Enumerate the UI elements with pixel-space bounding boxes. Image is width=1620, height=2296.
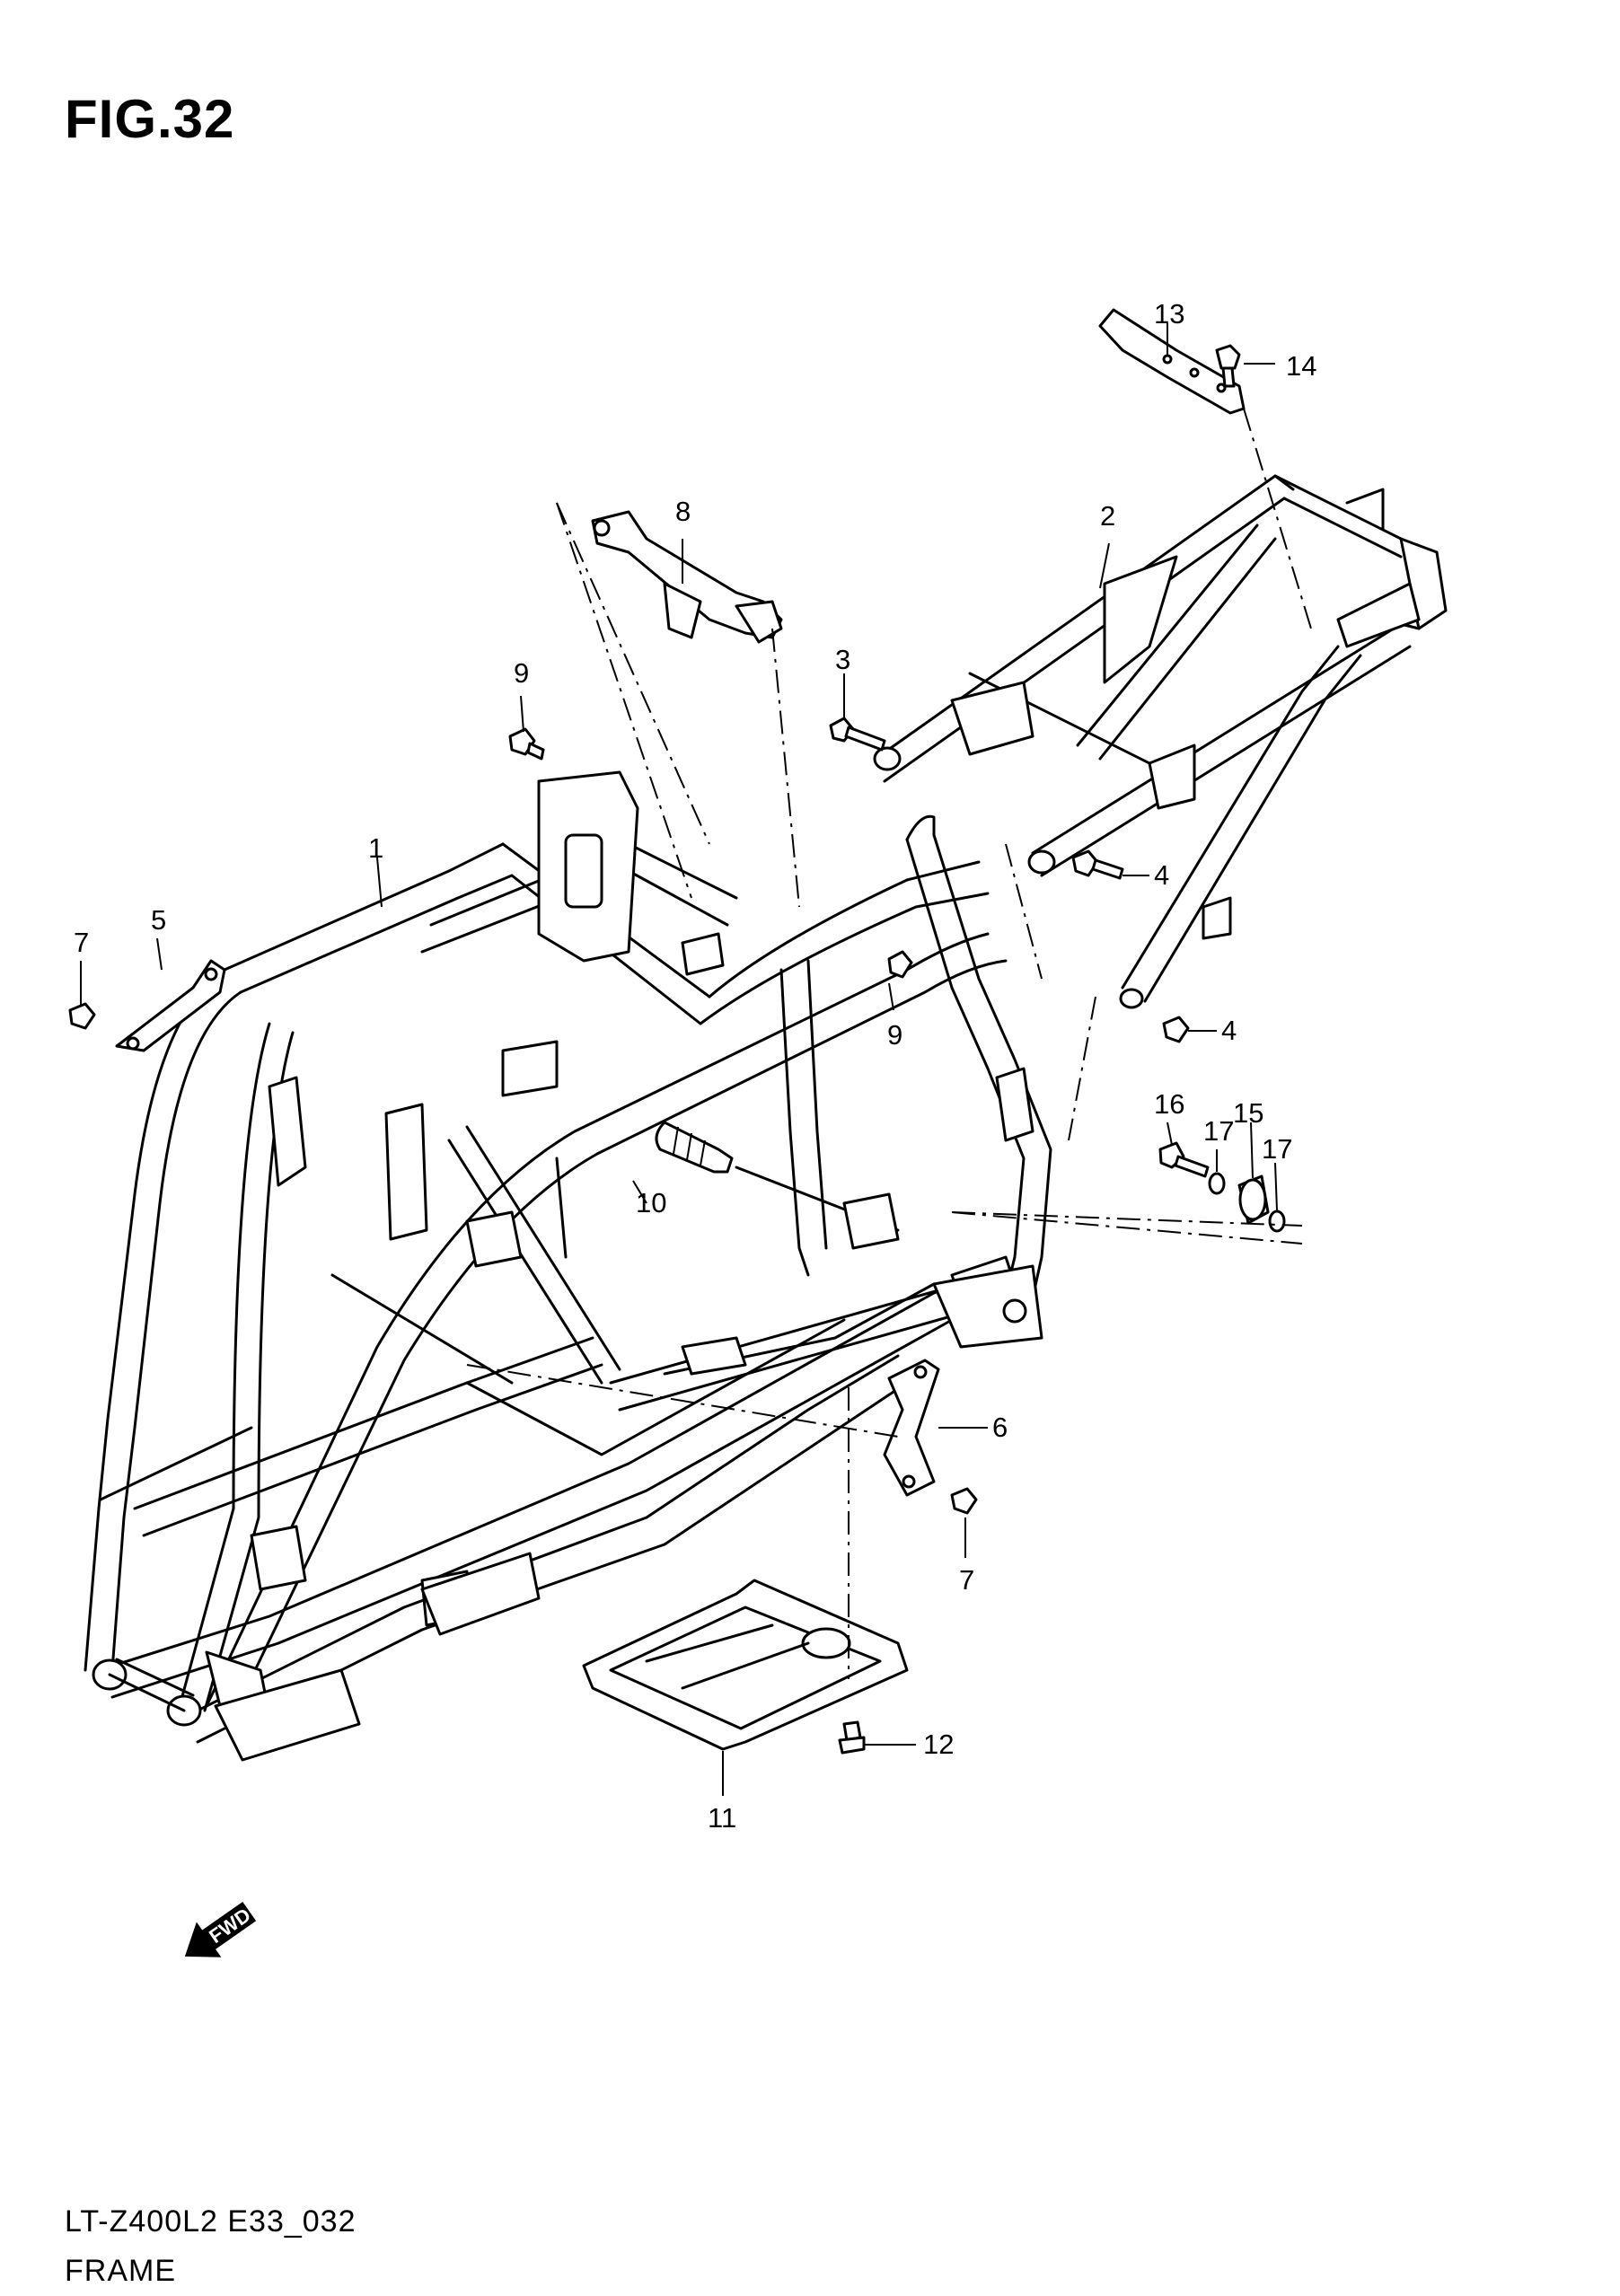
part-12-bolt	[838, 1720, 866, 1755]
callout-3: 3	[835, 644, 850, 675]
callout-14: 14	[1286, 350, 1316, 382]
callout-16: 16	[1154, 1088, 1184, 1120]
part-17-washer-left	[1208, 1172, 1226, 1195]
part-14-bolt	[1215, 344, 1241, 388]
part-3-bolt	[829, 717, 886, 752]
part-8-bracket	[591, 510, 783, 644]
figure-title: FIG.32	[65, 89, 235, 149]
part-9-bolt-upper	[508, 727, 545, 761]
part-7-bolt-right	[950, 1487, 978, 1515]
callout-10: 10	[636, 1187, 666, 1218]
callout-4-upper: 4	[1154, 859, 1169, 891]
callout-8: 8	[675, 496, 691, 527]
rear-subframe	[873, 474, 1448, 1009]
model-code: LT-Z400L2 E33_032	[65, 2204, 357, 2239]
main-frame	[84, 770, 1052, 1762]
callout-12: 12	[923, 1729, 954, 1760]
section-name: FRAME	[65, 2254, 176, 2288]
callout-11: 11	[708, 1802, 736, 1834]
callout-15: 15	[1233, 1097, 1263, 1129]
part-17-washer-right	[1268, 1210, 1286, 1233]
part-15-bushing	[1237, 1174, 1270, 1225]
callout-4-lower: 4	[1221, 1015, 1237, 1046]
callout-17-right: 17	[1262, 1133, 1292, 1165]
callout-9-lower: 9	[887, 1019, 902, 1051]
part-7-bolt-left	[68, 1002, 96, 1030]
callout-17-left: 17	[1203, 1115, 1234, 1147]
part-9-bolt-lower	[887, 950, 913, 979]
callout-7-right: 7	[959, 1564, 974, 1596]
part-10-rubber	[655, 1121, 734, 1174]
callout-1: 1	[368, 832, 383, 864]
callout-13: 13	[1154, 298, 1184, 330]
part-4-bolt-upper	[1071, 849, 1124, 880]
callout-9-upper: 9	[514, 657, 529, 689]
part-5-bracket	[115, 959, 226, 1052]
part-6-bracket	[883, 1359, 940, 1497]
part-16-bolt	[1158, 1141, 1210, 1178]
callout-2: 2	[1100, 500, 1115, 532]
part-13-bracket	[1098, 308, 1246, 415]
callout-5: 5	[151, 904, 166, 936]
callout-7-left: 7	[74, 927, 89, 958]
part-4-bolt-lower	[1162, 1016, 1190, 1043]
fwd-arrow-icon: FWD	[184, 1901, 257, 1957]
callout-6: 6	[992, 1412, 1008, 1443]
